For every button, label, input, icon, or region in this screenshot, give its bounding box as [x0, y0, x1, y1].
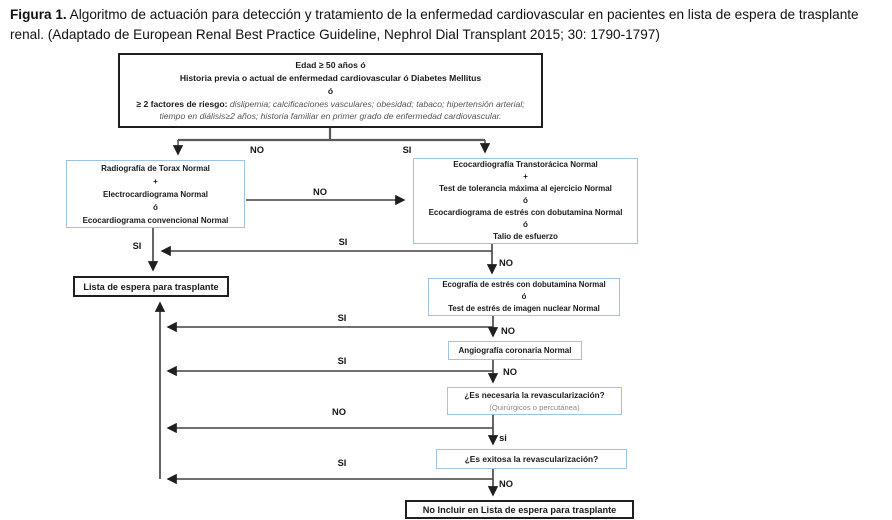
edge-label-si: si — [499, 433, 507, 443]
node-line: Ecocardiograma convencional Normal — [82, 215, 229, 225]
torax-node: Radiografía de Torax Normal + Electrocar… — [66, 160, 245, 228]
node-line: ó — [523, 220, 528, 229]
node-line: + — [523, 172, 528, 181]
eco-transtoracica-node: Ecocardiografía Transtorácica Normal + T… — [413, 158, 638, 244]
criteria-node: Edad ≥ 50 años ó Historia previa o actua… — [118, 53, 543, 128]
node-line: No Incluir en Lista de espera para trasp… — [422, 504, 617, 515]
edge-label-no: NO — [503, 367, 517, 377]
edge-label-no: NO — [250, 145, 264, 155]
node-line: ó — [523, 196, 528, 205]
risk-factors-label: ≥ 2 factores de riesgo: — [136, 99, 228, 109]
edge-label-si: SI — [337, 356, 347, 366]
figure-caption-text: Algoritmo de actuación para detección y … — [10, 7, 859, 43]
no-incluir-node: No Incluir en Lista de espera para trasp… — [405, 500, 634, 519]
node-line: ó — [153, 202, 158, 212]
node-line: Lista de espera para trasplante — [83, 281, 219, 292]
angiografia-node: Angiografía coronaria Normal — [448, 341, 582, 360]
eco-estres-node: Ecografía de estrés con dobutamina Norma… — [428, 278, 620, 316]
node-line: Ecografía de estrés con dobutamina Norma… — [442, 280, 606, 289]
node-line: ó — [521, 292, 527, 301]
edge-label-si: SI — [338, 237, 348, 247]
edge-label-no: NO — [313, 187, 327, 197]
node-line: + — [153, 176, 158, 186]
node-subtitle: (Quirúrgicos o percutánea) — [489, 402, 580, 412]
node-line: Test de estrés de imagen nuclear Normal — [448, 304, 600, 313]
node-line: Talio de esfuerzo — [493, 232, 558, 241]
criteria-line-risk: ≥ 2 factores de riesgo: dislipemia; calc… — [126, 98, 535, 122]
figure-caption: Figura 1. Algoritmo de actuación para de… — [10, 5, 886, 46]
edge-label-no: NO — [499, 479, 513, 489]
criteria-line-history: Historia previa o actual de enfermedad c… — [179, 73, 482, 83]
figure-number: Figura 1. — [10, 7, 67, 22]
node-line: ¿Es exitosa la revascularización? — [464, 454, 599, 464]
node-line: ¿Es necesaria la revascularización? — [464, 390, 605, 400]
edge-label-si: SI — [337, 458, 347, 468]
edge-label-no: NO — [332, 407, 346, 417]
edge-label-si: SI — [132, 241, 142, 251]
node-line: Electrocardiograma Normal — [103, 189, 208, 199]
node-line: Radiografía de Torax Normal — [101, 163, 210, 173]
risk-factors-list: dislipemia; calcificaciones vasculares; … — [159, 99, 525, 121]
criteria-line-age: Edad ≥ 50 años ó — [295, 60, 366, 70]
node-line: Ecocardiograma de estrés con dobutamina … — [428, 208, 623, 217]
lista-espera-node: Lista de espera para trasplante — [73, 276, 229, 297]
criteria-line-or: ó — [327, 86, 334, 96]
revascularizacion-exitosa-node: ¿Es exitosa la revascularización? — [436, 449, 627, 469]
edge-label-no: NO — [499, 258, 513, 268]
edge-label-no: NO — [501, 326, 515, 336]
edge-label-si: SI — [402, 145, 412, 155]
node-line: Ecocardiografía Transtorácica Normal — [453, 160, 598, 169]
node-line: Test de tolerancia máxima al ejercicio N… — [439, 184, 612, 193]
revascularizacion-question-node: ¿Es necesaria la revascularización? (Qui… — [447, 387, 622, 415]
edge-label-si: SI — [337, 313, 347, 323]
node-line: Angiografía coronaria Normal — [458, 346, 572, 355]
